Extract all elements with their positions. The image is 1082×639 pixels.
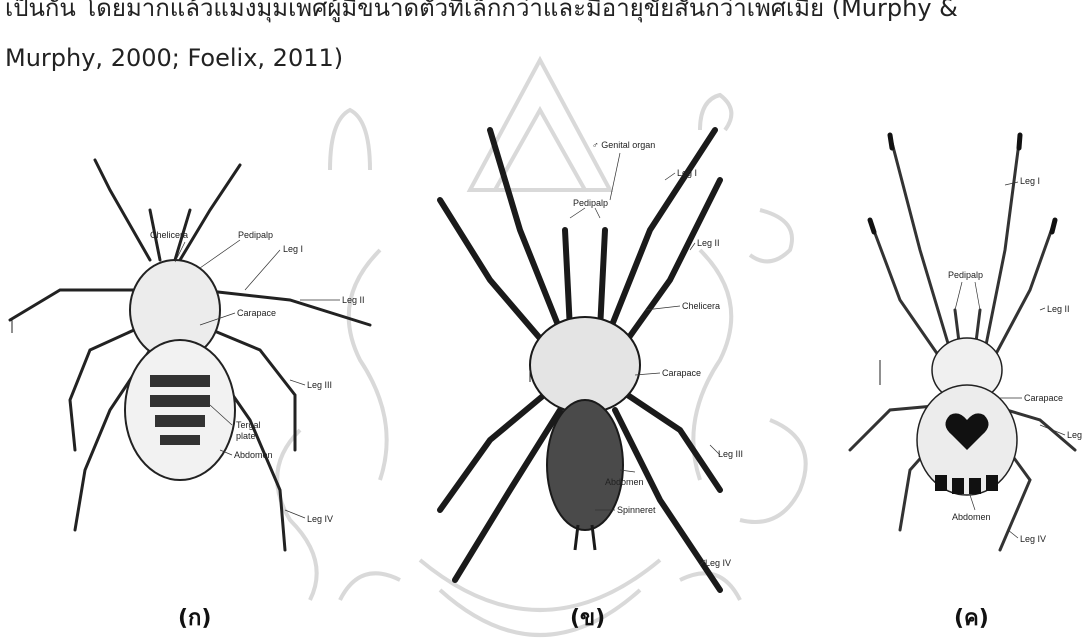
label-leg2-a: Leg II xyxy=(342,295,365,305)
figure-caption-b: (ข) xyxy=(570,600,605,635)
label-pedipalp-a: Pedipalp xyxy=(238,230,273,240)
label-leg1-c: Leg I xyxy=(1020,176,1040,186)
label-leg3-c: Leg xyxy=(1067,430,1082,440)
figure-caption-c: (ค) xyxy=(954,600,989,635)
label-carapace-a: Carapace xyxy=(237,308,276,318)
label-chelicera-b: Chelicera xyxy=(682,301,720,311)
label-carapace-b: Carapace xyxy=(662,368,701,378)
label-chelicera-a: Chelicera xyxy=(150,230,188,240)
figure-a: Chelicera Pedipalp Leg I Leg II Carapace… xyxy=(0,150,380,560)
figure-c: Leg I Pedipalp Leg II Carapace Leg Abdom… xyxy=(840,120,1082,570)
label-tergal-a: Tergal xyxy=(236,420,261,430)
label-leg3-b: Leg III xyxy=(718,449,743,459)
label-leg3-a: Leg III xyxy=(307,380,332,390)
body-text-line-1: เป็นกัน โดยมากแล้วแมงมุมเพศผู้มีขนาดตัวท… xyxy=(5,0,958,27)
label-spinneret-b: Spinneret xyxy=(617,505,656,515)
spider-illustration-c: Leg I Pedipalp Leg II Carapace Leg Abdom… xyxy=(840,120,1082,570)
label-leg4-a: Leg IV xyxy=(307,514,333,524)
label-leg1-a: Leg I xyxy=(283,244,303,254)
figure-b: ♂ Genital organ Pedipalp Leg I Leg II Ch… xyxy=(420,110,760,600)
label-leg2-c: Leg II xyxy=(1047,304,1070,314)
label-leg4-b: Leg IV xyxy=(705,558,731,568)
label-pedipalp-c: Pedipalp xyxy=(948,270,983,280)
body-text-line-2: Murphy, 2000; Foelix, 2011) xyxy=(5,44,343,72)
label-abdomen-a: Abdomen xyxy=(234,450,273,460)
figure-caption-a: (ก) xyxy=(178,600,211,635)
label-leg1-b: Leg I xyxy=(677,168,697,178)
label-abdomen-b: Abdomen xyxy=(605,477,644,487)
label-pedipalp-b: Pedipalp xyxy=(573,198,608,208)
label-carapace-c: Carapace xyxy=(1024,393,1063,403)
label-plate-a: plate xyxy=(236,431,256,441)
spider-illustration-b: ♂ Genital organ Pedipalp Leg I Leg II Ch… xyxy=(420,110,760,600)
label-abdomen-c: Abdomen xyxy=(952,512,991,522)
label-genital-organ-b: ♂ Genital organ xyxy=(592,140,655,150)
label-leg4-c: Leg IV xyxy=(1020,534,1046,544)
spider-illustration-a: Chelicera Pedipalp Leg I Leg II Carapace… xyxy=(0,150,380,560)
label-leg2-b: Leg II xyxy=(697,238,720,248)
